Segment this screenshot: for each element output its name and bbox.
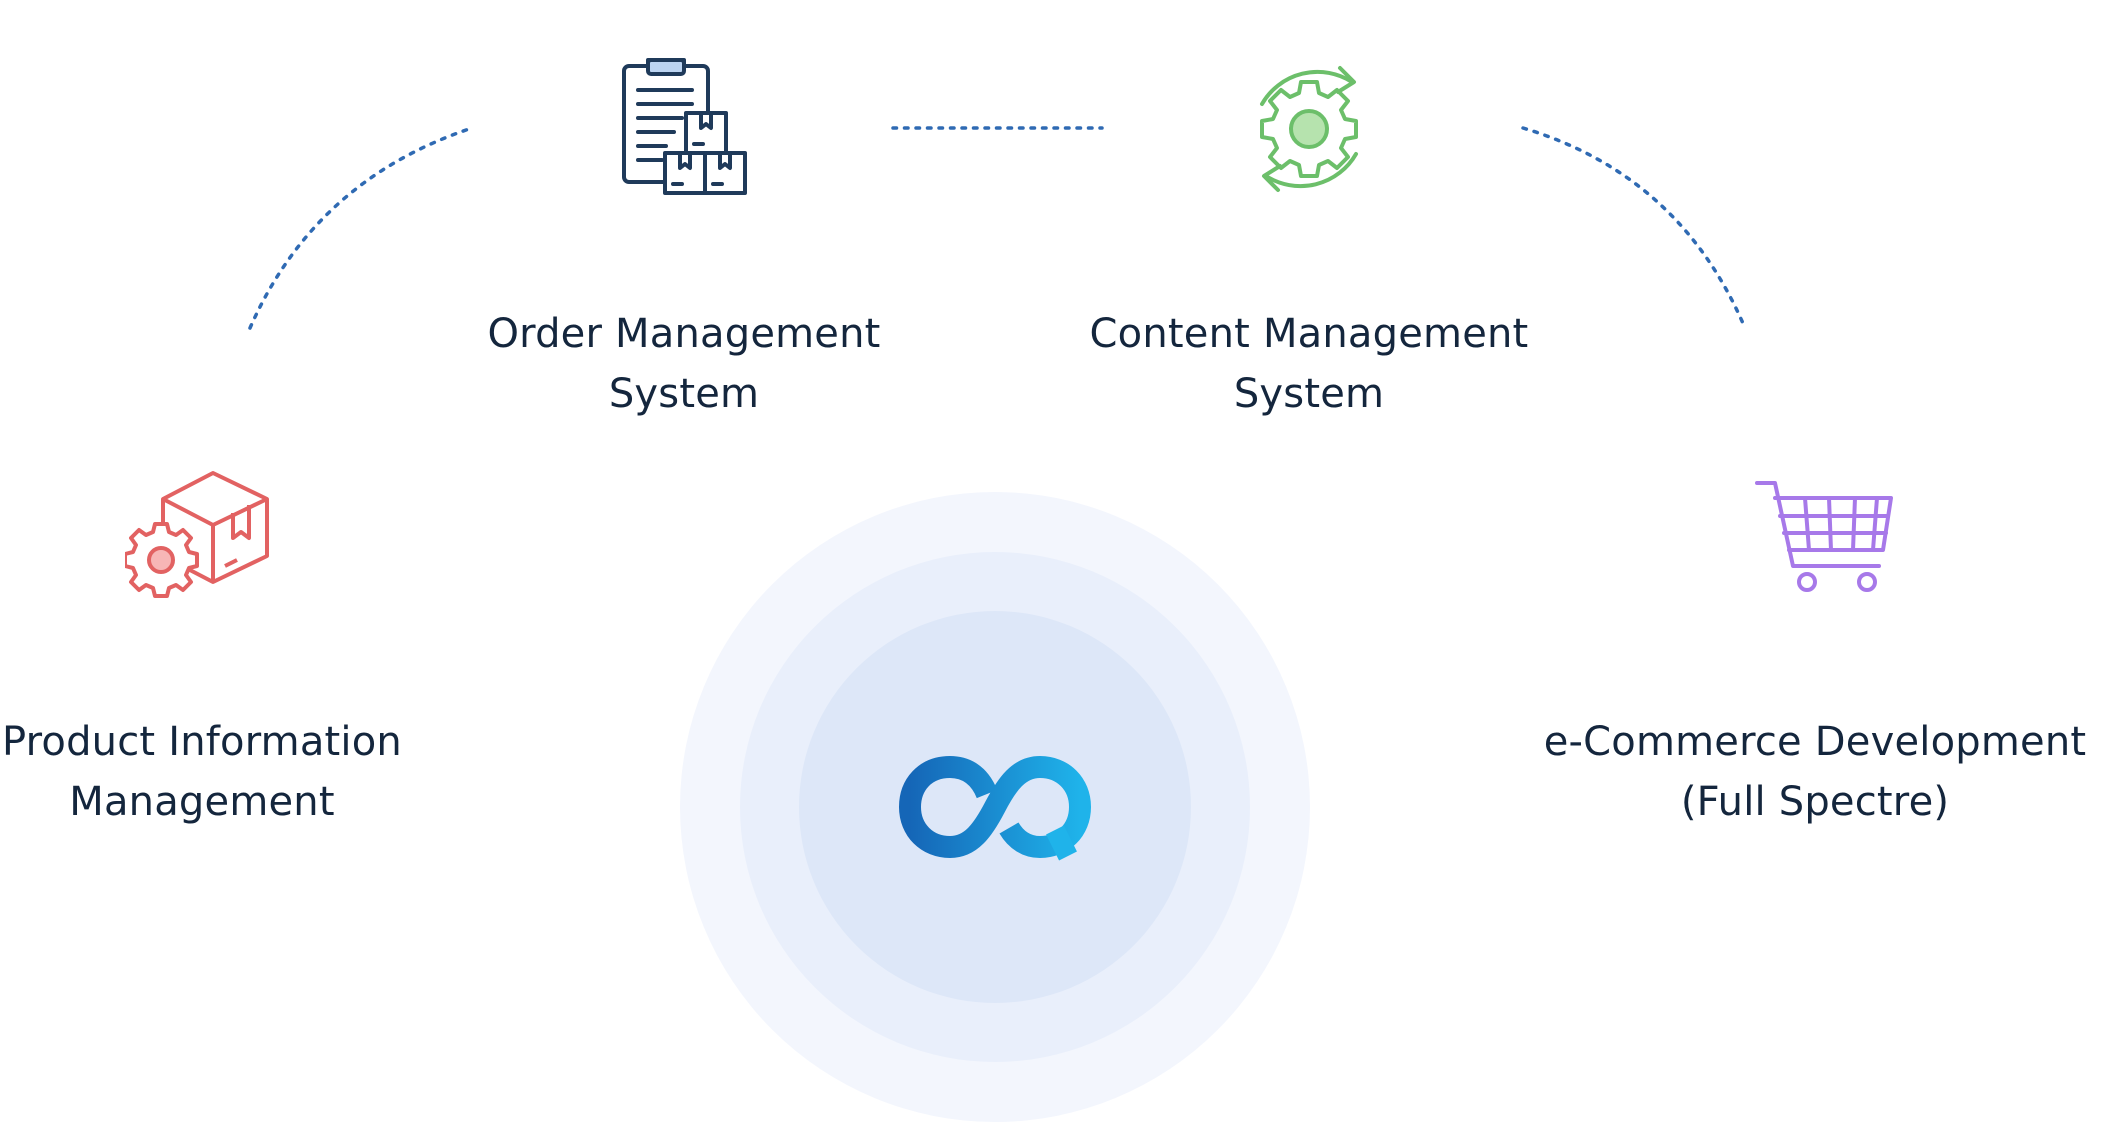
ecom-label-line1: e-Commerce Development: [1543, 719, 2087, 765]
connector-pim-oms: [248, 126, 474, 330]
cms-label-line2: System: [1233, 371, 1385, 417]
pim-label-line2: Management: [69, 779, 335, 825]
gear-sync-icon: [1260, 66, 1358, 192]
connector-cms-ecom: [1521, 126, 1747, 330]
cms-label: Content Management System: [1074, 304, 1544, 424]
cms-label-line1: Content Management: [1089, 311, 1529, 357]
box-gear-icon: [125, 471, 269, 598]
oms-label-line1: Order Management: [487, 311, 881, 357]
oms-label-line2: System: [608, 371, 760, 417]
shopping-cart-icon: [1755, 481, 1893, 592]
clipboard-boxes-icon: [622, 58, 747, 195]
infinity-logo-icon: [898, 755, 1092, 861]
pim-label-line1: Product Information: [2, 719, 402, 765]
ecom-label-line2: (Full Spectre): [1680, 779, 1950, 825]
pim-label: Product Information Management: [0, 712, 404, 832]
ecom-label: e-Commerce Development (Full Spectre): [1528, 712, 2102, 832]
oms-label: Order Management System: [454, 304, 914, 424]
